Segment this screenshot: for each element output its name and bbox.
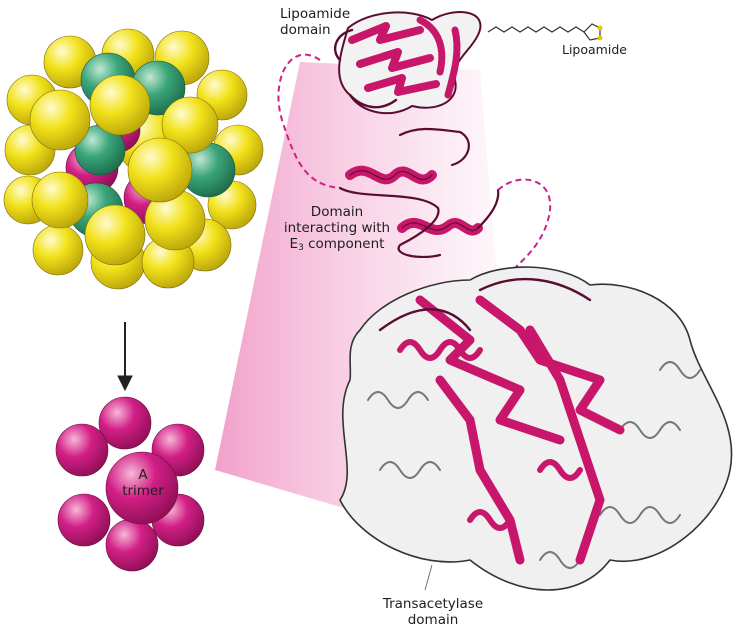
down-arrow-icon <box>118 322 132 390</box>
e3-label-suffix: component <box>304 236 385 252</box>
sulfur-ring-icon <box>584 24 603 41</box>
lipoamide-chain <box>488 27 584 32</box>
e3-label-line2: interacting with <box>282 220 392 236</box>
transacetylase-label-line2: domain <box>378 612 488 628</box>
transacetylase-domain-label: Transacetylase domain <box>378 596 488 628</box>
e3-label-line1: Domain <box>282 204 392 220</box>
lipoamide-label: Lipoamide <box>562 42 627 58</box>
e3-label-prefix: E <box>290 236 299 252</box>
e3-interacting-domain-label: Domain interacting with E3 component <box>282 204 392 256</box>
e3-label-line3: E3 component <box>282 236 392 256</box>
trimer-label-line1: A <box>113 467 173 483</box>
transacetylase-domain-ribbon <box>340 267 732 590</box>
lipoamide-domain-label: Lipoamide domain <box>280 6 350 38</box>
dashed-linker-lower <box>498 180 550 275</box>
core-sphere-cluster <box>4 29 263 289</box>
transacetylase-leader <box>425 565 432 590</box>
transacetylase-label-line1: Transacetylase <box>378 596 488 612</box>
trimer-label: A trimer <box>113 467 173 499</box>
lipoamide-domain-label-line2: domain <box>280 22 350 38</box>
trimer-label-line2: trimer <box>113 483 173 499</box>
lipoamide-domain-label-line1: Lipoamide <box>280 6 350 22</box>
